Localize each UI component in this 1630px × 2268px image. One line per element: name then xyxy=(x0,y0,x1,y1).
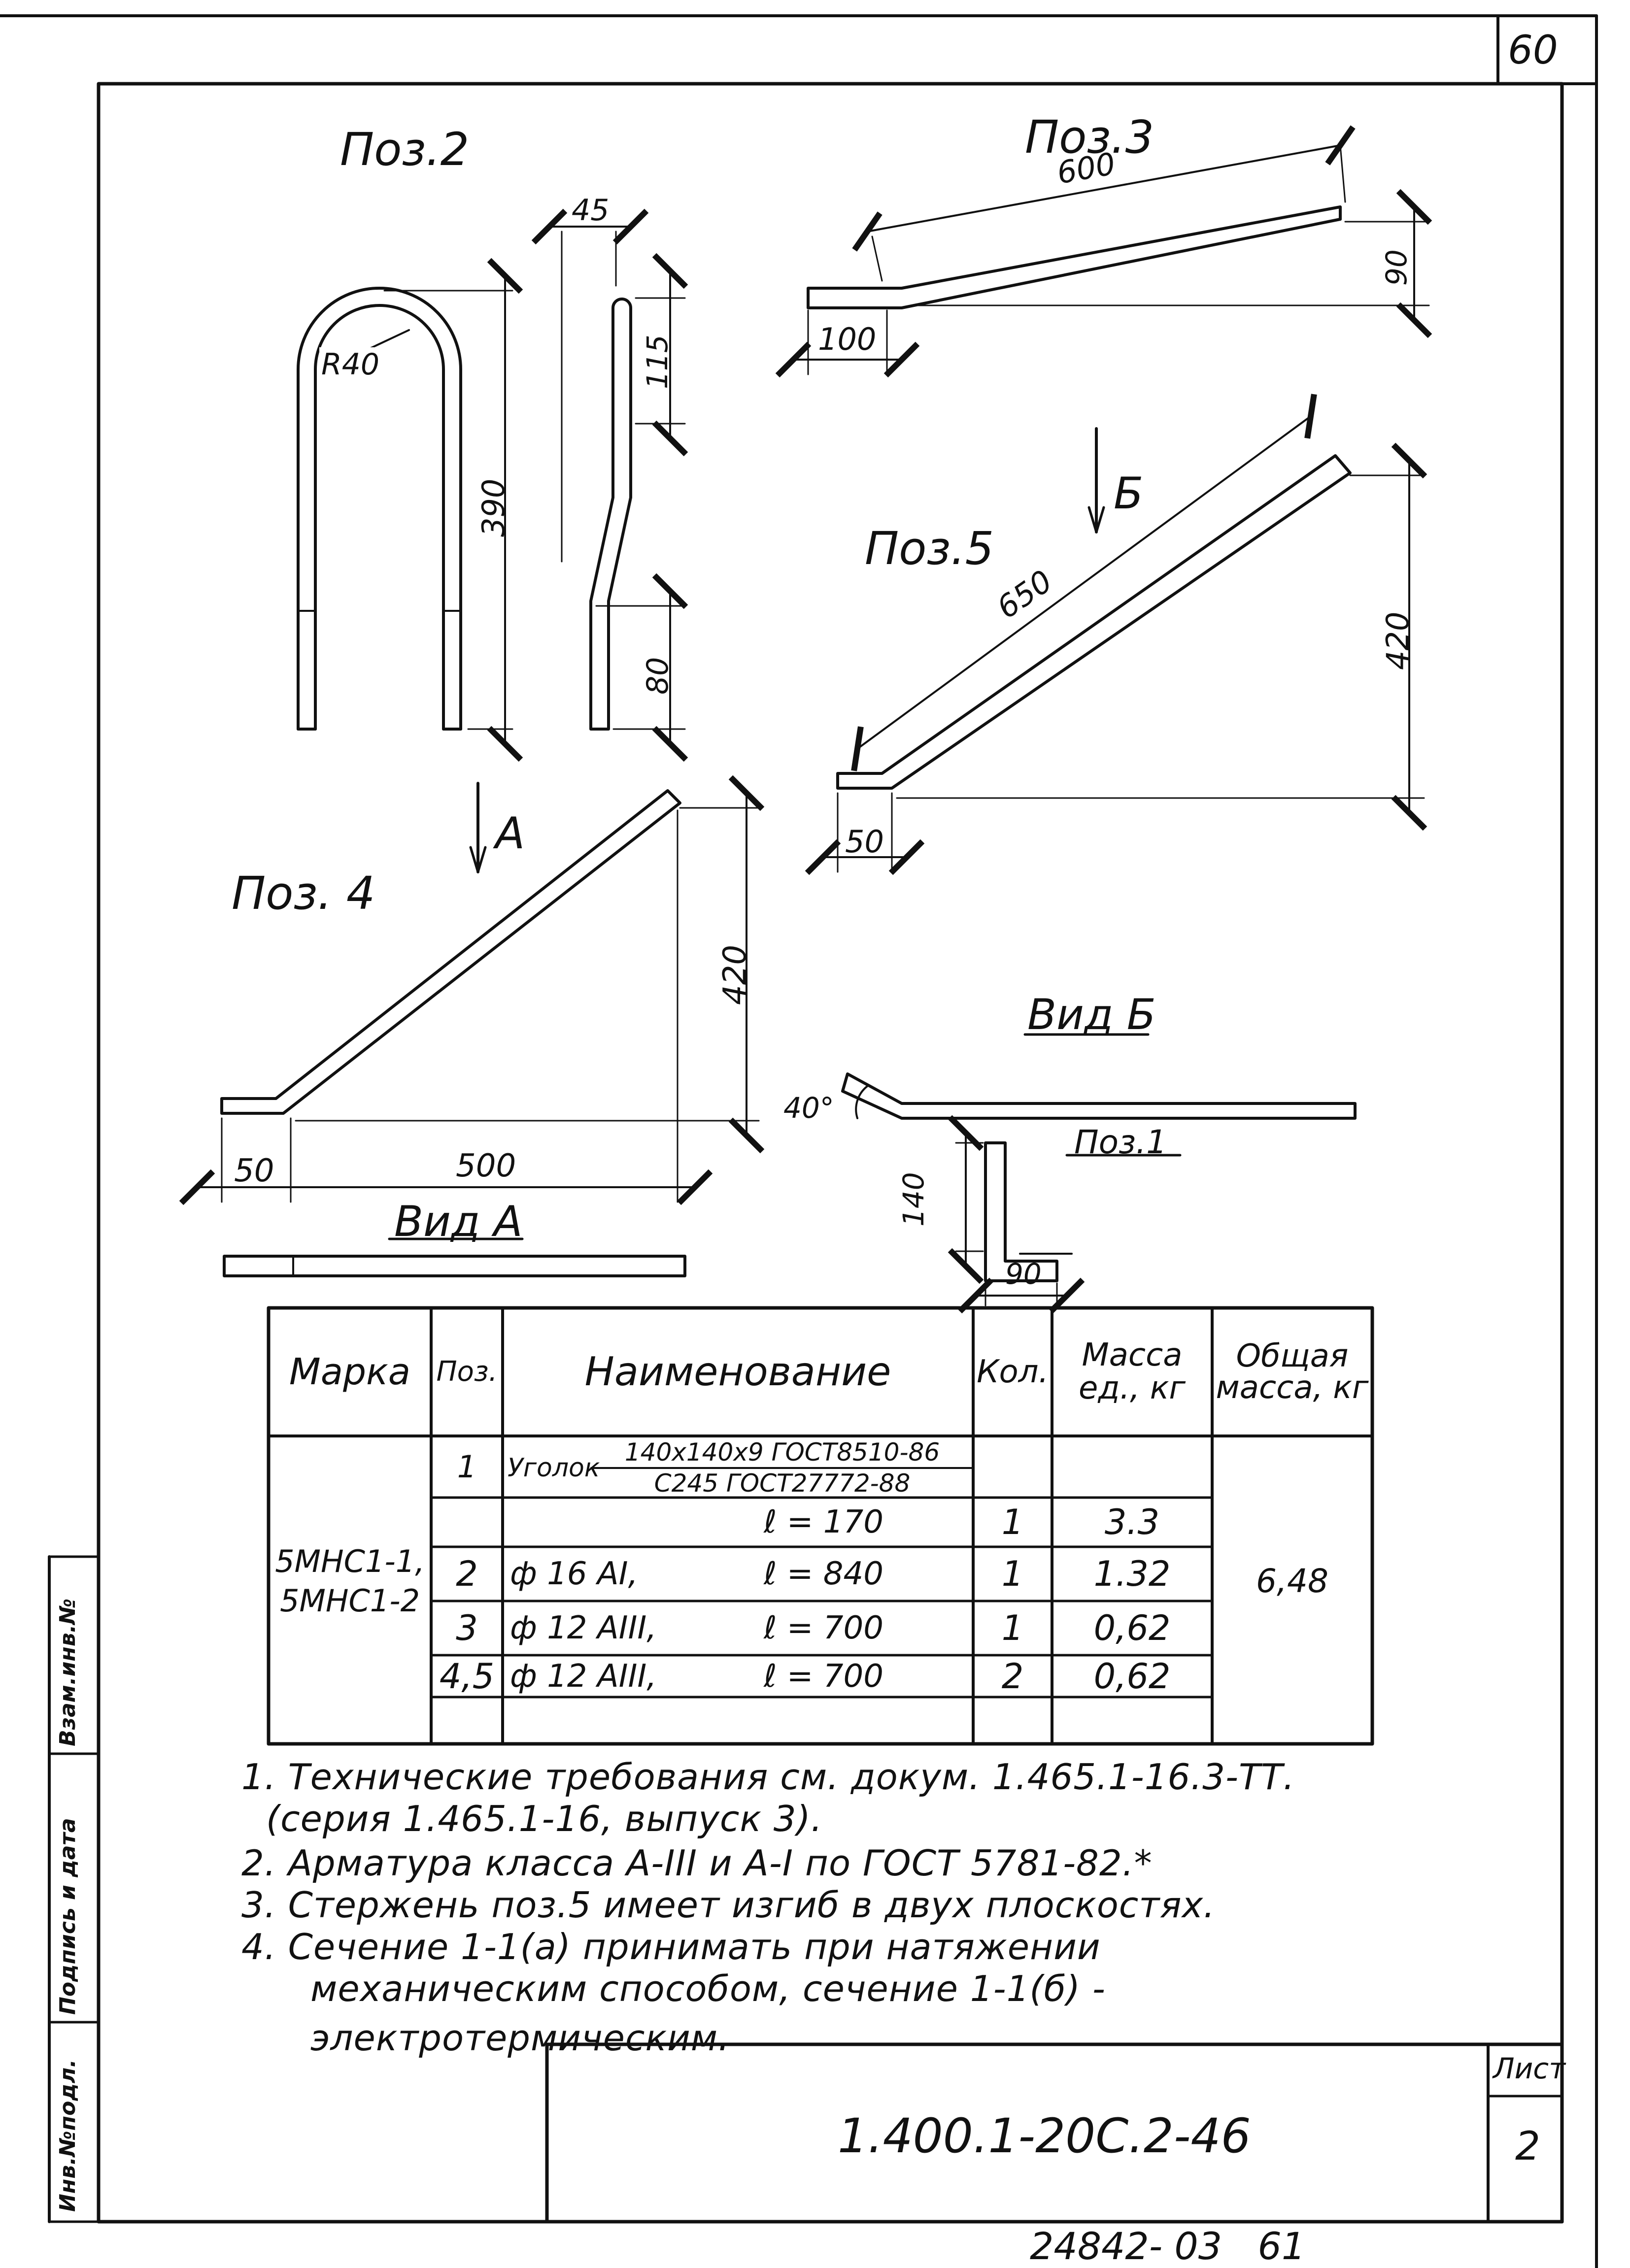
row3-mass: 1.32 xyxy=(1093,1554,1171,1594)
side-label-inv-podl: Инв.№подл. xyxy=(55,2059,80,2212)
mark-value-2: 5МНС1-2 xyxy=(279,1583,420,1619)
header-name: Наименование xyxy=(584,1349,891,1395)
row1-name-prefix: Уголок xyxy=(508,1453,600,1483)
pos4-dim-50: 50 xyxy=(234,1153,274,1189)
title-block-frame xyxy=(545,2042,1564,2224)
pos5-title: Поз.5 xyxy=(865,522,994,575)
total-mass-value: 6,48 xyxy=(1256,1562,1328,1600)
page-number: 60 xyxy=(1508,27,1558,73)
pos2-dim-45: 45 xyxy=(572,193,610,228)
pos5-dim-50: 50 xyxy=(845,824,884,860)
pos3-dim-90: 90 xyxy=(1380,249,1413,286)
pos3-bar xyxy=(775,125,1432,378)
pos5-dim-420: 420 xyxy=(1380,611,1416,670)
view-b-bar xyxy=(841,1033,1357,1314)
row3-pos: 2 xyxy=(456,1554,478,1594)
pos5-view-arrow-b: Б xyxy=(1114,468,1144,519)
view-b-pos1: Поз.1 xyxy=(1074,1123,1167,1161)
note-1-cont: (серия 1.465.1-16, выпуск 3). xyxy=(266,1798,823,1839)
row1-pos: 1 xyxy=(457,1448,477,1485)
title-block-sheet-label: Лист xyxy=(1493,2052,1565,2085)
side-label-podpis: Подпись и дата xyxy=(55,1818,80,2015)
note-4: 4. Сечение 1-1(а) принимать при натяжени… xyxy=(241,1926,1101,1968)
pos4-title: Поз. 4 xyxy=(232,867,375,920)
row4-pos: 3 xyxy=(456,1608,478,1648)
footer-number: 24842- 03 61 xyxy=(1030,2224,1306,2268)
side-label-vzam: Взам.инв.№ xyxy=(55,1598,80,1746)
note-4-cont-2: электротермическим. xyxy=(310,2017,730,2059)
row3-name: ф 16 АI, xyxy=(510,1556,638,1592)
view-b-title: Вид Б xyxy=(1027,990,1156,1039)
note-1: 1. Технические требования см. докум. 1.4… xyxy=(241,1756,1295,1798)
view-b-dim-140: 140 xyxy=(897,1172,930,1227)
row2-qty: 1 xyxy=(1001,1502,1024,1542)
title-block-code: 1.400.1-20С.2-46 xyxy=(838,2108,1251,2164)
header-qty: Кол. xyxy=(977,1354,1049,1390)
view-a-bar xyxy=(223,1237,686,1277)
row5-pos: 4,5 xyxy=(439,1656,495,1697)
header-pos: Поз. xyxy=(436,1356,498,1388)
row2-mass: 3.3 xyxy=(1104,1502,1160,1542)
pos2-dim-r40: R40 xyxy=(319,347,382,382)
row1-name-top: 140х140х9 ГОСТ8510-86 xyxy=(624,1438,940,1467)
header-mark: Марка xyxy=(289,1351,411,1393)
header-total-mass: Общая масса, кг xyxy=(1216,1338,1369,1406)
pos3-title: Поз.3 xyxy=(1025,111,1155,164)
row1-name-bottom: С245 ГОСТ27772-88 xyxy=(654,1469,911,1498)
pos4-dim-420: 420 xyxy=(717,944,753,1005)
row5-length: ℓ = 700 xyxy=(764,1658,883,1695)
row3-length: ℓ = 840 xyxy=(764,1556,883,1592)
specification-table-grid xyxy=(267,1306,1374,1746)
title-block-sheet-number: 2 xyxy=(1515,2123,1540,2169)
pos4-bar xyxy=(179,775,765,1205)
row4-qty: 1 xyxy=(1001,1608,1024,1648)
note-4-cont-1: механическим способом, сечение 1-1(б) - xyxy=(310,1968,1106,2009)
mark-value-1: 5МНС1-1, xyxy=(275,1543,425,1579)
pos2-dim-80: 80 xyxy=(641,657,675,695)
pos5-bar xyxy=(805,394,1427,875)
view-a-title: Вид А xyxy=(394,1197,523,1246)
pos2-side-view xyxy=(531,208,688,762)
row4-mass: 0,62 xyxy=(1093,1608,1171,1648)
pos2-dim-390: 390 xyxy=(475,478,511,537)
pos4-dim-500: 500 xyxy=(456,1148,516,1184)
header-unit-mass: Масса ед., кг xyxy=(1079,1336,1186,1406)
row5-name: ф 12 АIII, xyxy=(510,1658,657,1695)
note-3: 3. Стержень поз.5 имеет изгиб в двух пло… xyxy=(241,1884,1216,1926)
pos4-view-arrow-a: А xyxy=(495,808,525,859)
view-b-dim-90: 90 xyxy=(1005,1257,1042,1291)
row5-mass: 0,62 xyxy=(1093,1656,1171,1697)
row4-name: ф 12 АIII, xyxy=(510,1610,657,1646)
row5-qty: 2 xyxy=(1001,1656,1024,1697)
note-2: 2. Арматура класса А-III и А-I по ГОСТ 5… xyxy=(241,1842,1153,1884)
row3-qty: 1 xyxy=(1001,1554,1024,1594)
row4-length: ℓ = 700 xyxy=(764,1610,883,1646)
pos2-dim-115: 115 xyxy=(641,334,674,389)
row2-length: ℓ = 170 xyxy=(764,1504,883,1540)
view-b-angle: 40° xyxy=(783,1091,834,1125)
pos2-title: Поз.2 xyxy=(340,123,470,176)
pos3-dim-100: 100 xyxy=(818,321,877,357)
